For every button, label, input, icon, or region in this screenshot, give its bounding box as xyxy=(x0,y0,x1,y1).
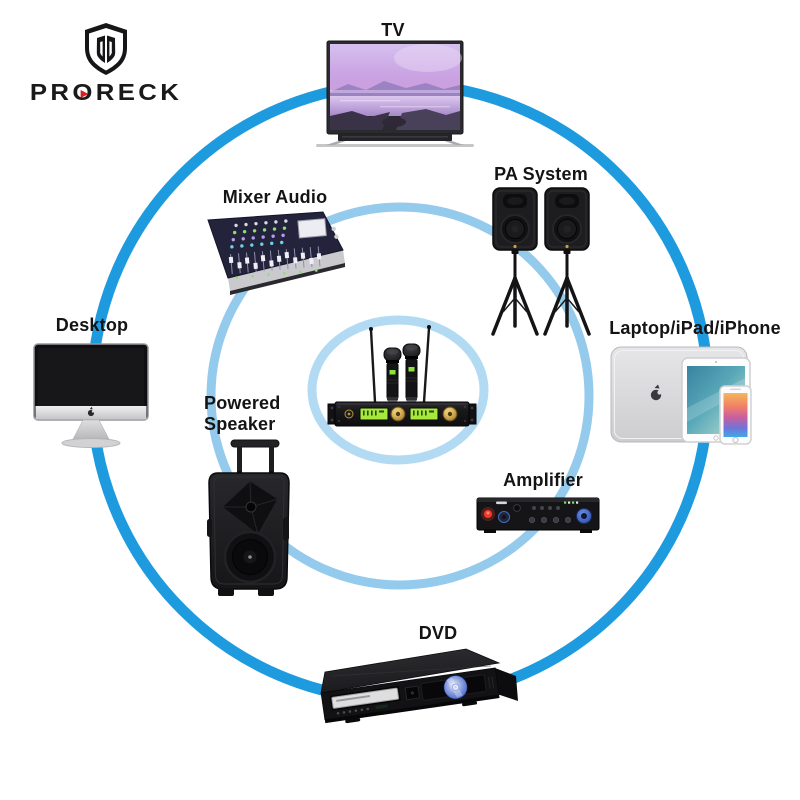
label-dvd: DVD xyxy=(418,623,458,643)
powered-speaker-image xyxy=(207,439,290,596)
play-triangle-icon xyxy=(81,90,89,99)
wordmark-o-wrap: O xyxy=(72,79,95,106)
wordmark-left: PR xyxy=(29,79,73,105)
pa-speaker-right xyxy=(543,187,591,336)
desktop-image xyxy=(33,343,149,448)
label-pa-system: PA System xyxy=(494,164,588,184)
pa-system-image xyxy=(491,187,591,336)
middle-ring xyxy=(206,202,594,590)
laptop-ipad-iphone-image xyxy=(610,346,752,445)
pa-speaker-left xyxy=(491,187,539,336)
label-tv: TV xyxy=(381,20,405,40)
label-laptop-ipad-iphone: Laptop/iPad/iPhone xyxy=(609,318,781,338)
mixer-audio-image xyxy=(207,211,345,295)
handheld-mic-right xyxy=(402,343,421,403)
antenna-left xyxy=(369,328,377,404)
label-desktop: Desktop xyxy=(55,315,129,335)
dvd-image xyxy=(320,648,518,724)
label-mixer-audio: Mixer Audio xyxy=(222,187,328,207)
wireless-mic-system-image xyxy=(327,325,477,427)
receiver-unit xyxy=(327,401,477,427)
label-powered-speaker: Powered Speaker xyxy=(204,393,281,435)
label-amplifier: Amplifier xyxy=(503,470,583,490)
wordmark-right: RECK xyxy=(95,79,183,105)
amplifier-image xyxy=(476,497,600,533)
handheld-mic-left xyxy=(383,347,402,403)
inner-ring xyxy=(307,315,489,465)
proreck-shield-icon xyxy=(85,23,127,75)
antenna-right xyxy=(422,326,431,404)
tv-image xyxy=(316,40,474,147)
